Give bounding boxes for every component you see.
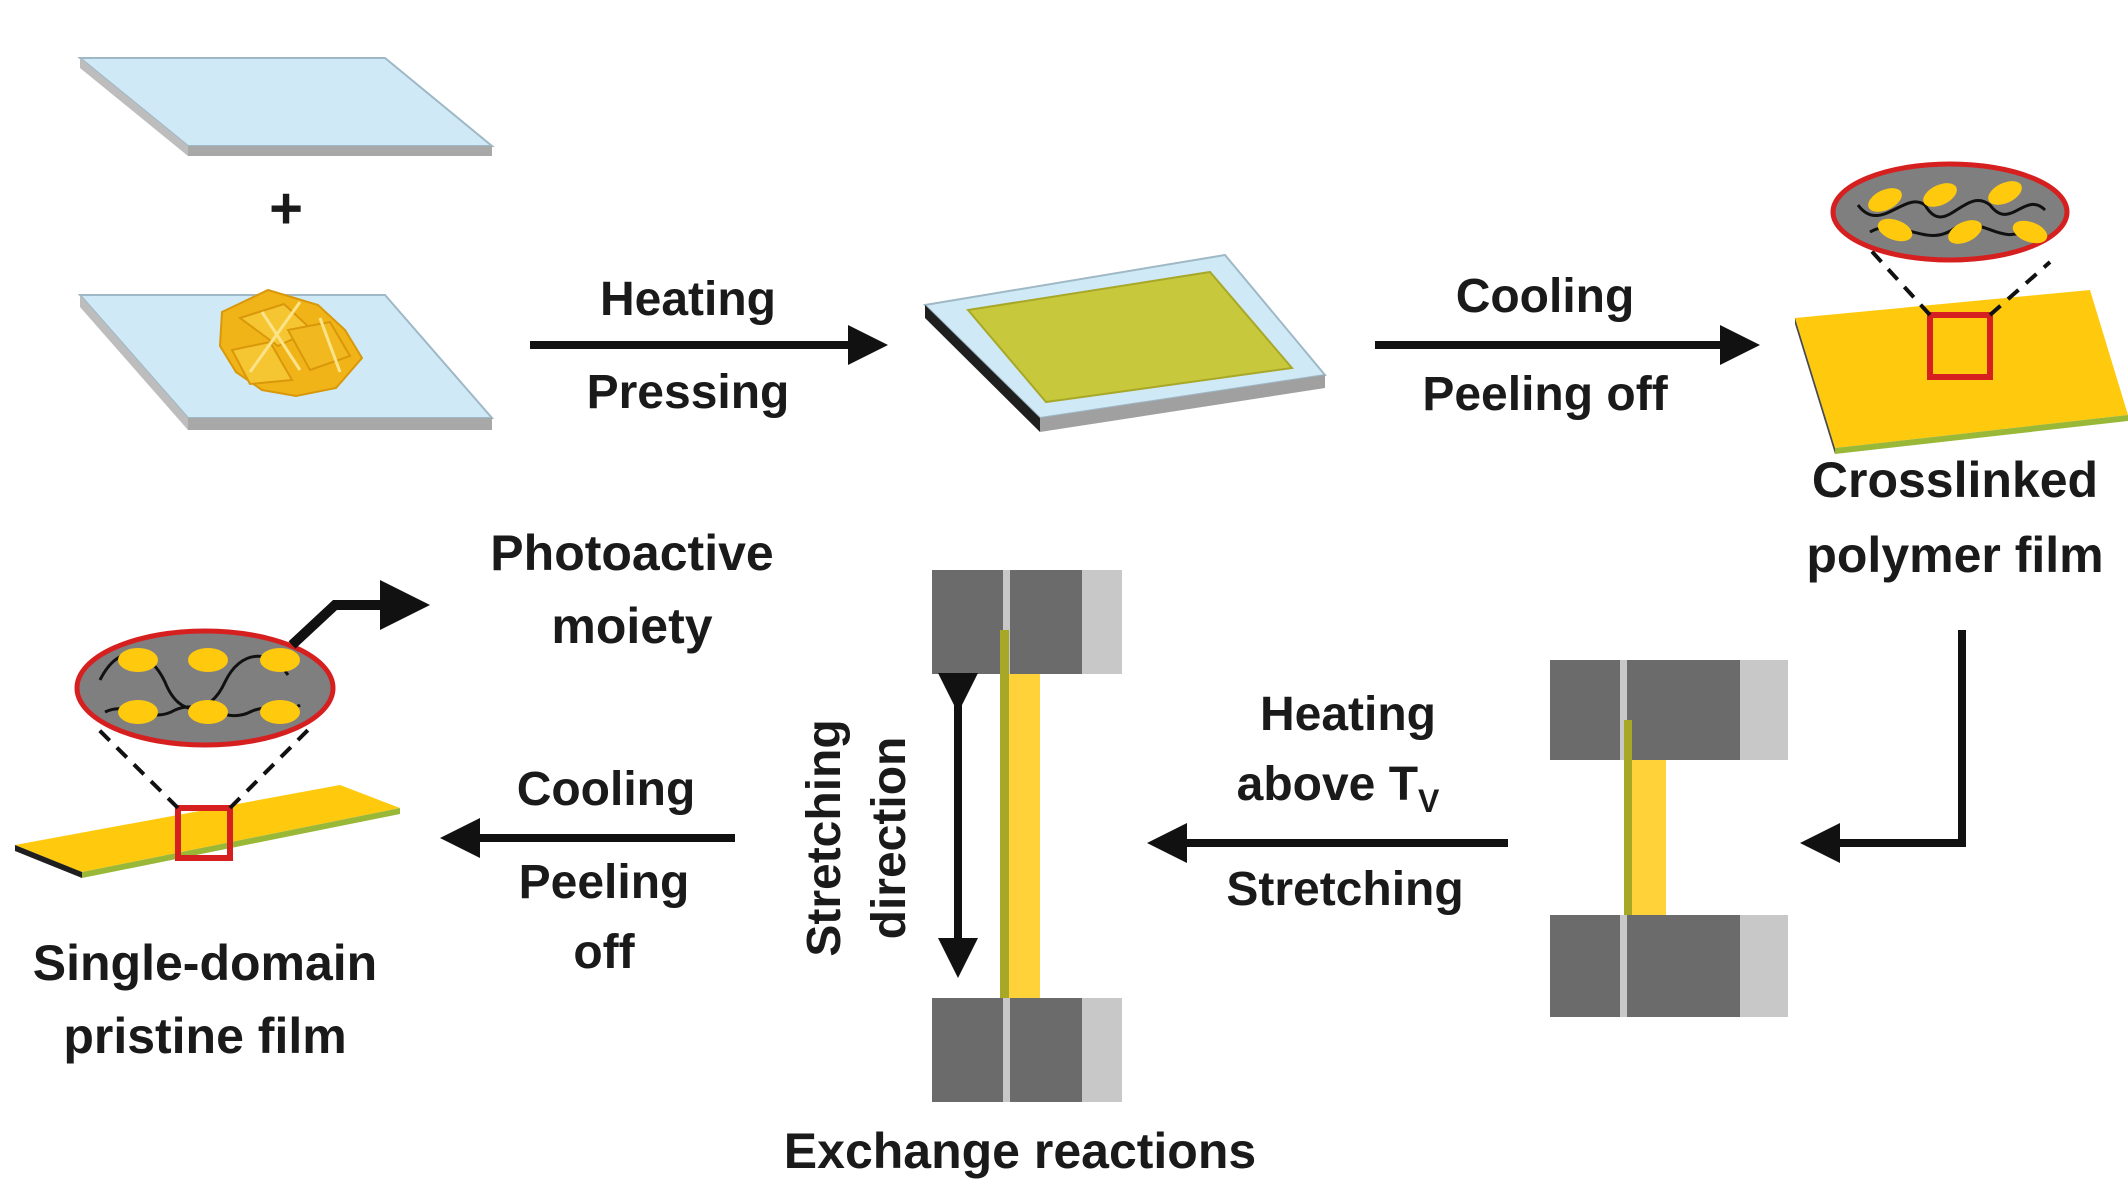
step-cooling2-label: Cooling [517,763,696,816]
stretching-dir-line1: Stretching [798,719,851,956]
zoom-line-right [1988,260,2052,317]
step-heating-label: Heating [600,273,776,326]
step-cooling-label: Cooling [1456,270,1635,323]
step-off2-label: off [573,926,635,979]
zoom-line-right-2 [228,724,314,810]
zoom-line-left-2 [93,724,180,810]
clamp-setup-stretched [932,570,1122,1102]
moiety-ellipse [118,700,158,724]
top-glass-plate [77,57,495,156]
crosslinked-zoom-box [1927,312,1993,380]
moiety-ellipse [1988,181,2022,205]
plus-sign: + [269,176,303,241]
photoactive-pointer-arrow [288,580,430,649]
crosslinked-label-line1: Crosslinked [1812,452,2098,508]
step-peeling2-label: Peeling [519,856,690,909]
crosslinked-zoom-circle [1830,161,2070,263]
step-pressing-label: Pressing [587,366,790,419]
step-above-tv-label: above TV [1237,758,1440,819]
step-stretching-label: Stretching [1226,863,1463,916]
moiety-ellipse [1868,188,1902,212]
single-domain-label-line1: Single-domain [33,935,377,991]
moiety-ellipse [188,648,228,672]
elbow-arrow [1800,630,1966,863]
moiety-ellipse [260,700,300,724]
moiety-ellipse [1923,183,1957,207]
clamp-setup-initial [1550,660,1788,1017]
single-domain-label-line2: pristine film [63,1008,346,1064]
moiety-ellipse [118,648,158,672]
crosslinked-polymer-film [1795,290,2128,454]
photoactive-label-line2: moiety [551,598,712,654]
photoactive-label-line1: Photoactive [490,525,773,581]
stretching-dir-line2: direction [863,737,916,940]
polymer-flakes [218,288,364,398]
pressed-film-sandwich [922,253,1327,432]
moiety-ellipse [1948,220,1982,244]
moiety-ellipse [260,648,300,672]
single-domain-zoom-circle [74,628,336,748]
step-heating2-label: Heating [1260,688,1436,741]
moiety-ellipse [1877,218,1913,242]
moiety-ellipse [188,700,228,724]
step-peeling-off-label: Peeling off [1422,368,1668,421]
single-domain-film [15,785,400,878]
single-domain-zoom-box [175,805,233,861]
moiety-ellipse [2012,220,2048,244]
crosslinked-label-line2: polymer film [1806,527,2103,583]
exchange-reactions-label: Exchange reactions [784,1123,1256,1179]
